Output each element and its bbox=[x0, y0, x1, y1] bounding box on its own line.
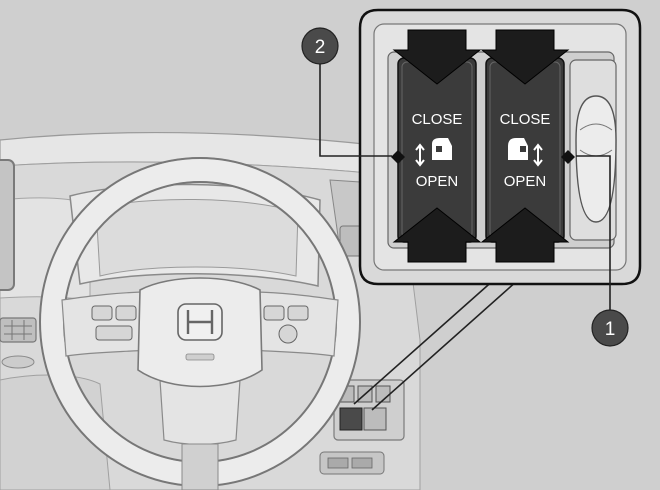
left-door-open-close-icon bbox=[415, 138, 452, 167]
left-air-vent bbox=[0, 317, 37, 343]
instrument-cluster bbox=[69, 183, 321, 287]
left-open-label: OPEN bbox=[416, 173, 459, 190]
left-close-label: CLOSE bbox=[412, 111, 463, 128]
right-open-label: OPEN bbox=[504, 173, 547, 190]
steering-wheel bbox=[39, 157, 361, 490]
callout-1-label: 1 bbox=[605, 319, 616, 340]
callout-lines bbox=[319, 60, 611, 312]
callout-2: 2 bbox=[301, 27, 339, 65]
switch-inset: CLOSE OPEN CLOSE OPEN bbox=[358, 8, 642, 286]
left-door-switch[interactable]: CLOSE OPEN bbox=[397, 57, 477, 243]
center-display bbox=[0, 159, 15, 291]
close-press-arrow-icon bbox=[392, 29, 570, 85]
inset-leader-lines bbox=[353, 277, 519, 411]
open-press-arrow-icon bbox=[392, 207, 570, 263]
callout-2-label: 2 bbox=[315, 37, 326, 58]
callout-1: 1 bbox=[591, 309, 629, 347]
adjacent-rocker-switch bbox=[569, 59, 617, 241]
right-close-label: CLOSE bbox=[500, 111, 551, 128]
right-door-switch[interactable]: CLOSE OPEN bbox=[485, 57, 565, 243]
right-door-open-close-icon bbox=[508, 138, 543, 167]
